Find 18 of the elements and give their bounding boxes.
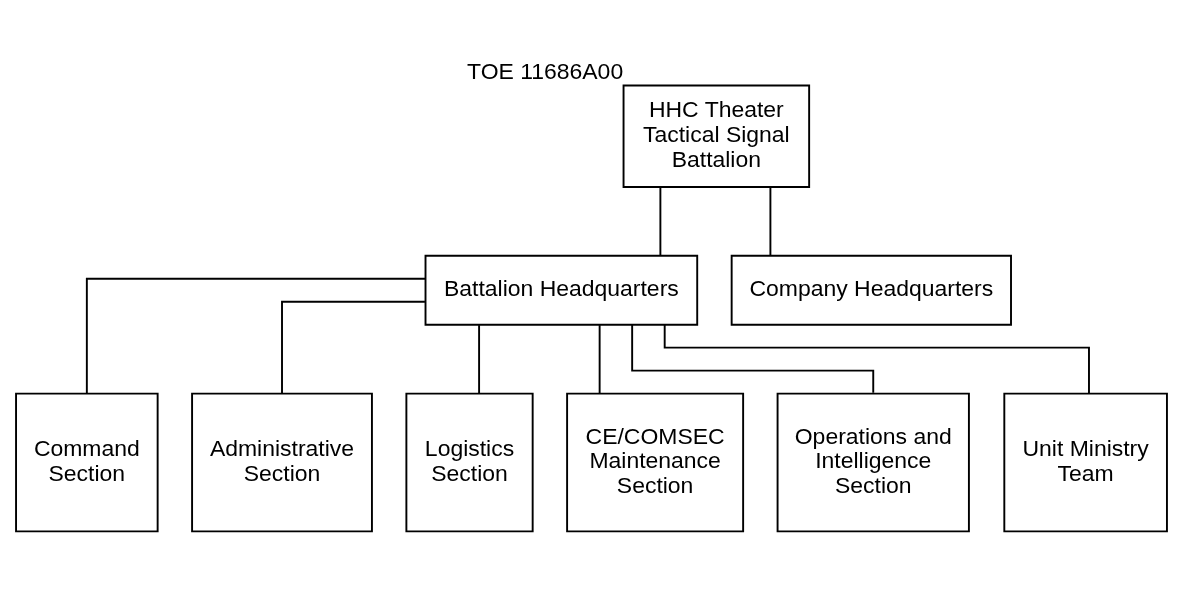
node-box: Company Headquarters [730,254,1012,326]
node-label: TOE 11686A00 [467,58,624,85]
node-box: HHC Theater Tactical Signal Battalion [622,84,811,188]
node-box: CE/COMSEC Maintenance Section [566,392,745,533]
connector [663,324,1090,394]
node-box: Battalion Headquarters [424,254,699,326]
connector [478,324,481,395]
node-box: Operations and Intelligence Section [776,392,970,533]
node-box: Logistics Section [405,392,534,533]
connector [598,324,601,395]
node-box: Unit Ministry Team [1003,392,1168,533]
connector [659,186,662,257]
connector [281,300,426,395]
connector [85,277,427,395]
connector [769,186,772,257]
connector [631,323,875,394]
node-box: Command Section [15,392,159,533]
node-box: Administrative Section [191,392,373,533]
